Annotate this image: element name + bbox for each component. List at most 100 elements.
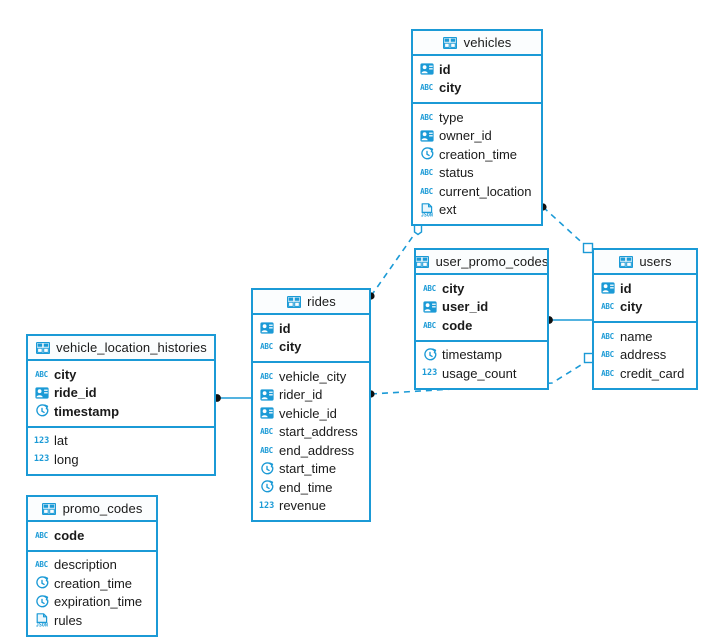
abc-icon: ABC [35, 369, 48, 379]
abc-icon: ABC [601, 350, 614, 359]
column-row[interactable]: ABC type [413, 108, 541, 127]
column-row[interactable]: expiration_time [28, 593, 156, 612]
column-row[interactable]: end_time [253, 478, 369, 497]
table-header[interactable]: user_promo_codes [416, 250, 547, 275]
clock-icon [34, 594, 49, 609]
column-row[interactable]: timestamp [416, 346, 547, 365]
column-name: address [620, 347, 667, 363]
abc-icon: ABC [423, 283, 436, 293]
column-name: type [439, 109, 464, 125]
clock-icon [34, 576, 49, 591]
table-header[interactable]: rides [253, 290, 369, 315]
id-card-icon [259, 406, 274, 421]
column-name: code [442, 317, 473, 333]
column-row[interactable]: id [594, 279, 696, 298]
column-name: revenue [279, 498, 326, 514]
column-row[interactable]: creation_time [413, 145, 541, 164]
column-name: status [439, 165, 474, 181]
column-name: vehicle_id [279, 405, 337, 421]
id-card-icon [34, 385, 49, 400]
relationship-vehicles-to-users [539, 203, 594, 254]
column-name: expiration_time [54, 594, 143, 610]
clock-icon [422, 347, 437, 362]
column-row[interactable]: timestamp [28, 402, 214, 421]
relationship-vehicle-location-histories-to-rides [213, 394, 251, 402]
column-row[interactable]: start_time [253, 460, 369, 479]
relationship-line [370, 228, 419, 297]
column-row[interactable]: id [413, 60, 541, 79]
abc-icon: ABC [420, 186, 433, 196]
table-header[interactable]: vehicle_location_histories [28, 336, 214, 361]
column-row[interactable]: vehicle_id [253, 404, 369, 423]
table-header[interactable]: users [594, 250, 696, 275]
123-icon: 123 [33, 435, 50, 446]
column-row[interactable]: creation_time [28, 574, 156, 593]
column-row[interactable]: ABC vehicle_city [253, 367, 369, 386]
clock-icon [419, 147, 434, 162]
column-row[interactable]: id [253, 319, 369, 338]
id-card-icon [422, 299, 437, 314]
column-name: id [439, 61, 451, 77]
column-name: city [439, 80, 462, 96]
column-row[interactable]: ABC end_address [253, 441, 369, 460]
abc-icon: ABC [260, 342, 273, 351]
relationship-user-promo-codes-to-users [545, 316, 592, 324]
column-name: rider_id [279, 387, 323, 403]
table-icon [416, 254, 430, 269]
column-name: id [279, 320, 291, 336]
table-title: user_promo_codes [435, 254, 549, 269]
table-header[interactable]: promo_codes [28, 497, 156, 522]
column-name: end_address [279, 442, 355, 458]
abc-icon: ABC [260, 445, 273, 455]
abc-icon: ABC [35, 560, 48, 569]
column-row[interactable]: ride_id [28, 384, 214, 403]
abc-icon: ABC [420, 112, 433, 122]
column-row[interactable]: user_id [416, 298, 547, 317]
column-name: vehicle_city [279, 368, 347, 384]
column-name: start_address [279, 424, 358, 440]
table-header[interactable]: vehicles [413, 31, 541, 56]
column-name: city [620, 299, 643, 315]
abc-icon: ABC [601, 368, 614, 378]
column-row[interactable]: rider_id [253, 386, 369, 405]
column-row[interactable]: ABC address [594, 346, 696, 365]
column-name: code [54, 527, 85, 543]
123-icon: 123 [421, 368, 438, 378]
column-name: start_time [279, 461, 337, 477]
table-title: rides [307, 294, 336, 309]
123-icon: 123 [33, 454, 50, 464]
abc-icon: ABC [260, 371, 273, 381]
column-row[interactable]: owner_id [413, 127, 541, 146]
